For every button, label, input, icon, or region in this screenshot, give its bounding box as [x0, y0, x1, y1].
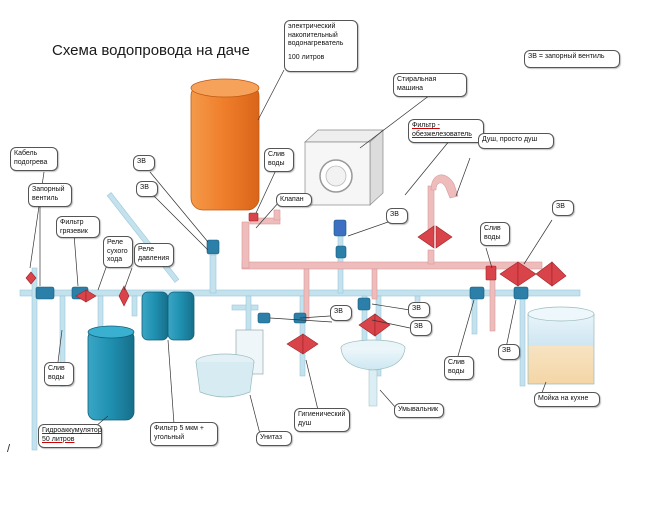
drain-callout-left: Слив воды: [44, 362, 74, 386]
drain-heater-line-1: Слив: [268, 151, 285, 158]
washbasin-text: Умывальник: [398, 406, 439, 413]
valve-callout-8: ЗВ: [498, 344, 520, 360]
valve-callout-7: ЗВ: [410, 320, 432, 336]
accumulator-callout: Гидроаккумулятор 50 литров: [38, 424, 102, 448]
valve-label-5: ЗВ: [334, 308, 343, 315]
iron-filter-line-2: обезжелезователь: [412, 130, 472, 138]
diagram-title: Схема водопровода на даче: [52, 42, 250, 59]
drain-bottom-right-line-2: воды: [448, 367, 465, 375]
pressure-relay-line-1: Реле: [138, 246, 154, 253]
drain-callout-heater: Слив воды: [264, 148, 294, 172]
washbasin-callout: Умывальник: [394, 403, 444, 418]
dry-relay-line-3: хода: [107, 256, 123, 263]
valve-label-2: ЗВ: [140, 184, 149, 191]
heater-line-1: электрический: [288, 23, 336, 30]
valve-callout-3: ЗВ: [386, 208, 408, 224]
cable-callout: Кабель подогрева: [10, 147, 58, 171]
hot-water-pipes: [241, 174, 543, 332]
main-valve-callout: Запорный вентиль: [28, 183, 72, 207]
cable-line-2: подогрева: [14, 158, 48, 166]
filter5-text: Фильтр 5 мкм + угольный: [154, 425, 205, 441]
valve-callout-2: ЗВ: [136, 181, 158, 197]
hygienic-shower-line-1: Гигиенический: [298, 411, 346, 418]
kitchen-sink: [527, 306, 595, 385]
main-valve-line-1: Запорный: [32, 186, 65, 193]
filter5-callout: Фильтр 5 мкм + угольный: [150, 422, 218, 446]
dry-relay-callout: Реле сухого хода: [103, 236, 133, 268]
washer-line-2: машина: [397, 84, 423, 92]
hydroaccumulator-tank: [87, 325, 135, 421]
heater-line-5: 100 литров: [288, 53, 325, 61]
check-valve-text: Клапан: [280, 196, 304, 203]
valve-callout-4: ЗВ: [552, 200, 574, 216]
callout-pointers: [29, 69, 553, 435]
stray-slash: /: [7, 443, 11, 455]
cable-line-1: Кабель: [14, 150, 38, 157]
pressure-relay-callout: Реле давления: [134, 243, 174, 267]
shower-text: Душ, просто душ: [482, 136, 538, 143]
dry-relay-line-1: Реле: [107, 239, 123, 246]
valve-label-4: ЗВ: [556, 203, 565, 210]
heater-line-2: накопительный: [288, 31, 338, 39]
drain-left-line-2: воды: [48, 373, 65, 381]
valve-callout-1: ЗВ: [133, 155, 155, 171]
dry-relay-line-2: сухого: [107, 247, 128, 255]
valve-callout-5: ЗВ: [330, 305, 352, 321]
toilet-text: Унитаз: [260, 434, 283, 441]
washing-machine: [304, 129, 384, 206]
valve-label-6: ЗВ: [412, 305, 421, 312]
drain-bottom-right-line-1: Слив: [448, 359, 465, 366]
valve-label-7: ЗВ: [414, 323, 423, 330]
red-valves: [25, 212, 567, 355]
main-valve-line-2: вентиль: [32, 194, 59, 202]
legend-note-text: ЗВ = запорный вентиль: [528, 53, 605, 60]
filter-5-micron: [141, 291, 195, 341]
drain-callout-right: Слив воды: [480, 222, 510, 246]
iron-filter-callout: Фильтр - обезжелезователь: [408, 119, 484, 143]
heater-line-3: водонагреватель: [288, 40, 344, 47]
pressure-relay-line-2: давления: [138, 254, 170, 262]
hygienic-shower-line-2: душ: [298, 419, 312, 427]
shower-callout: Душ, просто душ: [478, 133, 554, 149]
valve-callout-6: ЗВ: [408, 302, 430, 318]
kitchen-sink-text: Мойка на кухне: [538, 395, 589, 402]
valve-label-3: ЗВ: [390, 211, 399, 218]
kitchen-sink-callout: Мойка на кухне: [534, 392, 600, 407]
washer-callout: Стиральная машина: [393, 73, 467, 97]
heater-callout: электрический накопительный водонагреват…: [284, 20, 358, 72]
water-heater: [190, 78, 260, 211]
toilet-callout: Унитаз: [256, 431, 292, 446]
drain-left-line-1: Слив: [48, 365, 65, 372]
iron-filter-line-1: Фильтр -: [412, 122, 440, 129]
hygienic-shower-callout: Гигиенический душ: [294, 408, 350, 432]
drain-heater-line-2: воды: [268, 159, 285, 167]
washer-line-1: Стиральная: [397, 76, 437, 83]
drain-callout-bottom-right: Слив воды: [444, 356, 474, 380]
drain-right-line-1: Слив: [484, 225, 501, 232]
mud-filter-callout: Фильтр грязевик: [56, 216, 100, 238]
mud-filter-line-2: грязевик: [60, 227, 88, 235]
valve-label-1: ЗВ: [137, 158, 146, 165]
valve-label-8: ЗВ: [502, 347, 511, 354]
accumulator-text: Гидроаккумулятор 50 литров: [42, 427, 102, 443]
valve-fittings: [35, 219, 529, 324]
drain-right-line-2: воды: [484, 233, 501, 241]
mud-filter-line-1: Фильтр: [60, 219, 84, 226]
check-valve-callout: Клапан: [276, 193, 312, 207]
toilet: [195, 329, 264, 398]
legend-note: ЗВ = запорный вентиль: [524, 50, 620, 68]
washbasin: [340, 339, 406, 407]
